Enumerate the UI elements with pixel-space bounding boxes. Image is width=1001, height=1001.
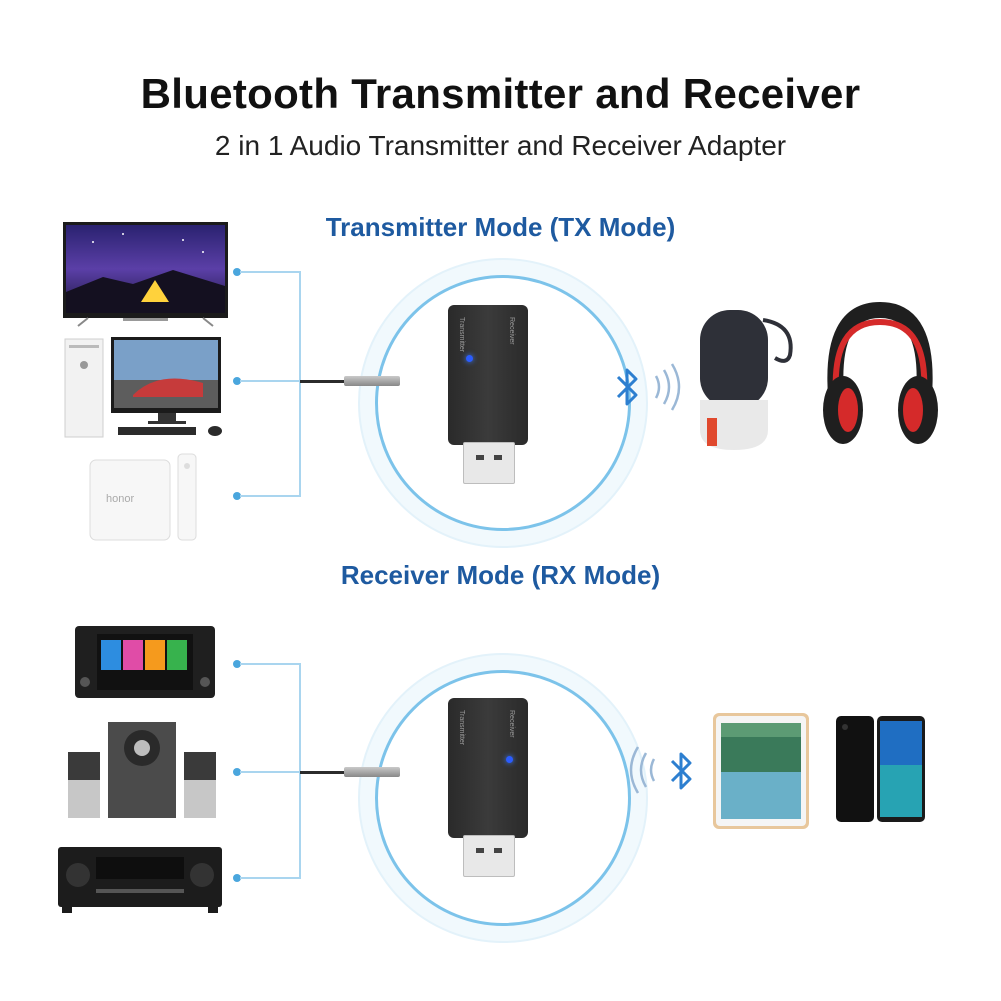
dongle-side-text: Transmitter [458,710,465,746]
tx-connector-line [240,380,300,382]
tx-aux-plug [344,376,400,386]
dongle-led [506,756,513,763]
speaker-system-image [68,722,216,818]
rx-usb-plug [463,835,515,877]
dongle-side-text: Receiver [508,710,515,738]
tx-connector-line [240,271,300,273]
rx-connector-dot-1 [233,660,241,668]
tx-usb-plug [463,442,515,484]
page-title: Bluetooth Transmitter and Receiver [140,70,861,117]
rx-mode-title: Receiver Mode (RX Mode) [340,560,661,590]
tx-signal-waves-icon [654,363,681,411]
tv-image [63,222,228,327]
tx-connector-vertical [299,271,301,497]
tx-mode-title: Transmitter Mode (TX Mode) [325,212,676,242]
rx-connector-line [240,663,300,665]
smartphone-image [836,716,925,822]
rx-bluetooth-icon [670,752,692,790]
tx-connector-dot-3 [233,492,241,500]
tv-box-image: honor [89,453,197,541]
headphones-image [823,301,938,444]
tablet-image [713,713,809,829]
car-stereo-image [75,626,215,698]
rx-connector-dot-3 [233,874,241,882]
tx-dongle: Transmitter Receiver [448,305,528,445]
desktop-computer-image [64,337,222,438]
tx-audio-cable [300,380,345,383]
av-receiver-image [58,847,222,913]
tv-box-brand: honor [106,493,134,505]
rx-connector-dot-2 [233,768,241,776]
rx-aux-plug [344,767,400,777]
rx-audio-cable [300,771,345,774]
dongle-side-text: Transmitter [458,317,465,353]
bluetooth-speaker-image [700,310,793,450]
tx-connector-dot-1 [233,268,241,276]
rx-connector-line [240,771,300,773]
tx-connector-line [240,495,300,497]
tx-bluetooth-icon [616,368,638,406]
rx-signal-waves-icon [629,746,656,794]
tx-connector-dot-2 [233,377,241,385]
dongle-side-text: Receiver [508,317,515,345]
rx-dongle: Transmitter Receiver [448,698,528,838]
rx-connector-line [240,877,300,879]
page-subtitle: 2 in 1 Audio Transmitter and Receiver Ad… [214,130,787,161]
dongle-led [466,355,473,362]
